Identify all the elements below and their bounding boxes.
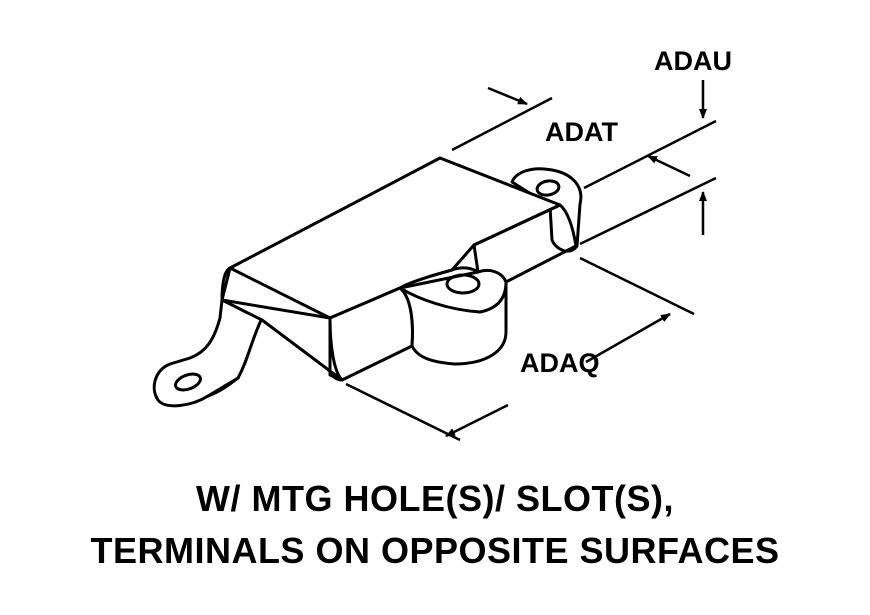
dimension-label-adat: ADAT xyxy=(545,117,618,147)
mounting-hole xyxy=(445,273,481,295)
mounting-ear xyxy=(398,280,508,366)
caption-line-2: TERMINALS ON OPPOSITE SURFACES xyxy=(90,530,780,571)
dimension-adat-lines xyxy=(451,86,717,190)
right-terminal-lug xyxy=(510,167,583,253)
caption-line-1: W/ MTG HOLE(S)/ SLOT(S), xyxy=(196,478,674,519)
dimension-adau-lines xyxy=(579,80,717,246)
left-terminal-lug xyxy=(152,298,264,408)
right-terminal-hole xyxy=(535,179,561,197)
dimension-adaq-lines xyxy=(345,256,695,442)
dimension-label-adaq: ADAQ xyxy=(520,348,600,378)
left-terminal-hole xyxy=(174,372,202,392)
dimension-label-adau: ADAU xyxy=(654,46,732,76)
